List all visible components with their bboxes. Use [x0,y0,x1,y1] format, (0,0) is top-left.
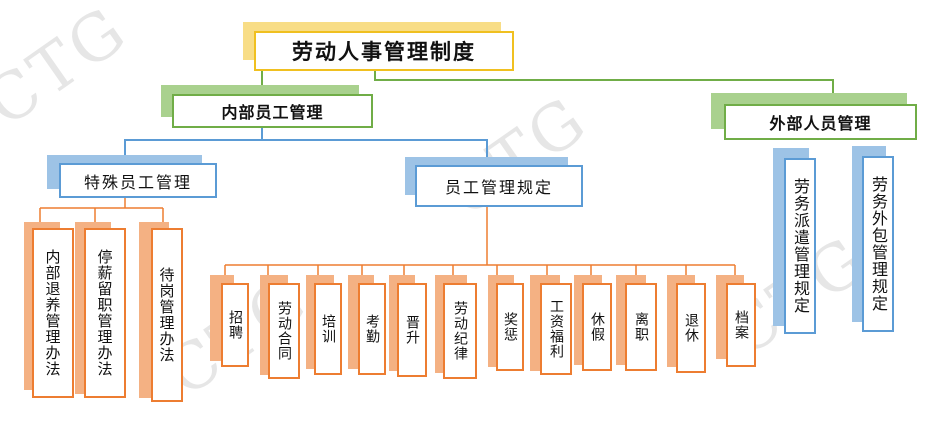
rule-item: 劳动纪律 [443,283,477,379]
external-management-node: 外部人员管理 [724,104,917,140]
rule-item: 档案 [726,283,756,367]
rule-item: 劳动合同 [268,283,300,379]
root-node: 劳动人事管理制度 [254,31,514,71]
rule-item: 退休 [676,283,706,373]
special-staff-node: 特殊员工管理 [59,163,217,198]
external-item: 劳务派遣管理规定 [784,158,816,334]
rule-item: 奖惩 [496,283,524,371]
special-item: 内部退养管理办法 [32,228,74,398]
rule-item: 招聘 [221,283,249,367]
rule-item: 晋升 [397,283,427,377]
rule-item: 考勤 [358,283,386,375]
external-item: 劳务外包管理规定 [862,156,894,332]
rule-item: 工资福利 [540,283,572,375]
rule-item: 离职 [625,283,657,371]
special-item: 待岗管理办法 [151,228,183,402]
staff-rules-node: 员工管理规定 [415,165,583,207]
rule-item: 培训 [314,283,342,375]
internal-management-node: 内部员工管理 [172,94,373,128]
special-item: 停薪留职管理办法 [84,228,126,398]
rule-item: 休假 [582,283,612,371]
